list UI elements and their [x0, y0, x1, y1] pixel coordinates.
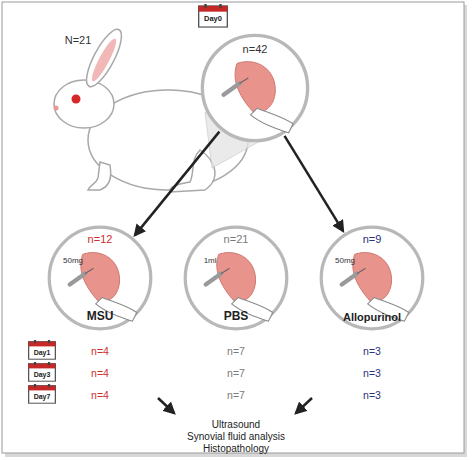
circle-outline [185, 227, 287, 329]
sample-size: N=21 [65, 34, 92, 46]
flow-arrow [135, 132, 219, 235]
group-count: n=9 [363, 233, 382, 245]
down-arrow [296, 398, 312, 413]
knee-joint [217, 253, 256, 302]
group-count: n=4 [91, 368, 109, 380]
calendar-icon: Day3 [28, 362, 56, 382]
syringe-needle [221, 268, 230, 273]
group-count: n=3 [363, 390, 381, 402]
lower-leg [251, 108, 294, 133]
calendar-band [29, 342, 56, 347]
rabbit-hind-leg [170, 150, 215, 192]
group-count: n=7 [227, 390, 245, 402]
outcome-measure: Histopathology [203, 443, 269, 454]
rabbit-ear-inner [88, 36, 119, 83]
calendar-icon: Day7 [28, 384, 56, 404]
calendar-ring [48, 362, 50, 365]
group-name: PBS [224, 310, 249, 323]
calendar-ring [48, 340, 50, 343]
calendar-body [29, 364, 56, 382]
calendar-ring [219, 4, 221, 8]
outcome-measure: Synovial fluid analysis [187, 431, 285, 442]
calendar-icon: Day0 [198, 4, 228, 28]
group-count: n=4 [91, 346, 109, 358]
circle-outline [202, 35, 307, 140]
down-arrow [158, 398, 174, 413]
knee-joint [353, 253, 392, 302]
group-count: n=21 [224, 233, 249, 245]
group-name: Allopurinol [343, 311, 401, 323]
calendar-ring [48, 384, 50, 387]
rabbit-nose [54, 106, 59, 111]
group-count: n=12 [88, 233, 113, 245]
calendar-ring [34, 340, 36, 343]
calendar-icon: Day1 [28, 340, 56, 360]
day-label: Day0 [204, 15, 222, 23]
group-count: n=3 [363, 346, 381, 358]
group-name: MSU [87, 310, 114, 323]
knee-circle: n=42 [199, 32, 311, 144]
knee-joint [81, 253, 120, 302]
rabbit-front-leg [88, 162, 111, 190]
calendar-ring [34, 384, 36, 387]
syringe-barrel [206, 274, 221, 285]
calendar-body [29, 342, 56, 360]
dose-label: 50mg [63, 256, 83, 265]
group-count: n=3 [363, 368, 381, 380]
calendar-ring [34, 362, 36, 365]
outcome-measure: Ultrasound [212, 419, 260, 430]
knee-joint [235, 62, 275, 112]
frame-border [2, 2, 464, 453]
rabbit-head [54, 80, 114, 128]
group-circle: n=21 1mlPBS [182, 224, 290, 332]
syringe-needle [357, 268, 366, 273]
group-circle: n=12 50mgMSU [46, 224, 154, 332]
group-count: n=4 [91, 390, 109, 402]
calendar-body [29, 386, 56, 404]
group-count: n=7 [227, 346, 245, 358]
calendar-body [199, 6, 228, 27]
dose-label: 50mg [335, 256, 355, 265]
calendar-band [199, 6, 228, 12]
day-label: Day7 [34, 393, 51, 401]
group-circle: n=9 50mgAllopurinol [318, 224, 426, 332]
syringe-barrel [70, 274, 85, 285]
calendar-ring [204, 4, 206, 8]
syringe-barrel [342, 274, 357, 285]
circle-outline [321, 227, 423, 329]
circle-outline [49, 227, 151, 329]
syringe-needle [85, 268, 94, 273]
calendar-band [29, 386, 56, 391]
rabbit-eye [72, 95, 81, 104]
day-label: Day1 [34, 349, 51, 357]
calendar-band [29, 364, 56, 369]
syringe-needle [239, 78, 248, 84]
dose-label: 1ml [204, 256, 217, 265]
group-count: n=7 [227, 368, 245, 380]
day-label: Day3 [34, 371, 51, 379]
group-count: n=42 [243, 43, 268, 55]
flow-arrow [285, 136, 343, 231]
syringe-barrel [224, 84, 240, 95]
